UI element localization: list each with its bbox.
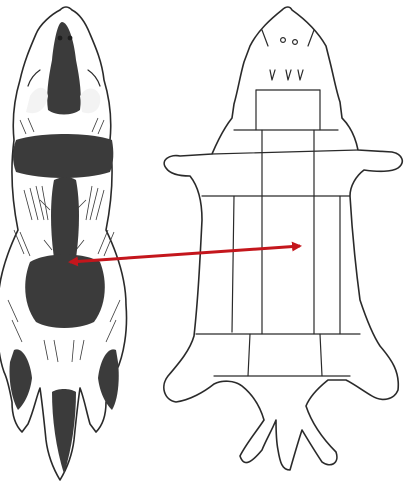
pelt-pattern-outline <box>164 7 402 470</box>
animal-pelt-drawing <box>0 7 127 480</box>
pattern-panel-lines <box>196 90 360 376</box>
